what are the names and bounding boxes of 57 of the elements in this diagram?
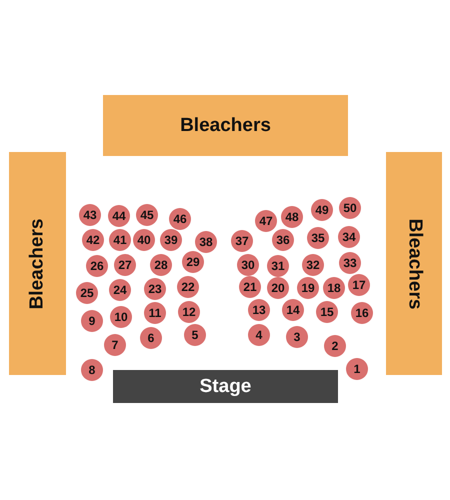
table-seat: 17 <box>348 274 370 296</box>
table-seat: 11 <box>144 302 166 324</box>
table-seat: 44 <box>108 205 130 227</box>
table-seat: 49 <box>311 199 333 221</box>
table-seat: 30 <box>237 254 259 276</box>
bleachers-section <box>9 152 66 375</box>
table-seat: 50 <box>339 197 361 219</box>
table-seat: 26 <box>86 255 108 277</box>
table-seat: 20 <box>267 277 289 299</box>
table-seat: 45 <box>136 204 158 226</box>
table-seat: 1 <box>346 358 368 380</box>
table-seat: 7 <box>104 334 126 356</box>
stage: Stage <box>113 370 338 403</box>
table-seat: 25 <box>76 282 98 304</box>
table-seat: 38 <box>195 231 217 253</box>
table-seat: 41 <box>109 229 131 251</box>
table-seat: 39 <box>160 229 182 251</box>
table-seat: 48 <box>281 206 303 228</box>
table-seat: 8 <box>81 359 103 381</box>
table-seat: 36 <box>272 229 294 251</box>
table-seat: 9 <box>81 310 103 332</box>
table-seat: 22 <box>177 276 199 298</box>
table-seat: 16 <box>351 302 373 324</box>
table-seat: 42 <box>82 229 104 251</box>
table-seat: 24 <box>109 279 131 301</box>
table-seat: 27 <box>114 254 136 276</box>
section-label: Bleachers <box>180 114 271 136</box>
section-label: Bleachers <box>403 218 425 309</box>
table-seat: 28 <box>150 254 172 276</box>
table-seat: 3 <box>286 326 308 348</box>
table-seat: 46 <box>169 208 191 230</box>
table-seat: 13 <box>248 299 270 321</box>
bleachers-section <box>386 152 442 375</box>
table-seat: 2 <box>324 335 346 357</box>
table-seat: 31 <box>267 255 289 277</box>
table-seat: 18 <box>323 277 345 299</box>
table-seat: 40 <box>133 229 155 251</box>
table-seat: 15 <box>316 301 338 323</box>
table-seat: 19 <box>297 277 319 299</box>
table-seat: 35 <box>307 227 329 249</box>
bleachers-section <box>103 95 348 156</box>
table-seat: 37 <box>231 230 253 252</box>
table-seat: 29 <box>182 251 204 273</box>
table-seat: 4 <box>248 324 270 346</box>
table-seat: 32 <box>302 254 324 276</box>
table-seat: 33 <box>339 252 361 274</box>
table-seat: 21 <box>239 276 261 298</box>
table-seat: 43 <box>79 204 101 226</box>
section-label: Bleachers <box>26 218 48 309</box>
table-seat: 5 <box>184 324 206 346</box>
table-seat: 6 <box>140 327 162 349</box>
table-seat: 12 <box>178 301 200 323</box>
table-seat: 47 <box>255 210 277 232</box>
table-seat: 23 <box>144 278 166 300</box>
table-seat: 34 <box>338 226 360 248</box>
table-seat: 10 <box>110 306 132 328</box>
table-seat: 14 <box>282 299 304 321</box>
